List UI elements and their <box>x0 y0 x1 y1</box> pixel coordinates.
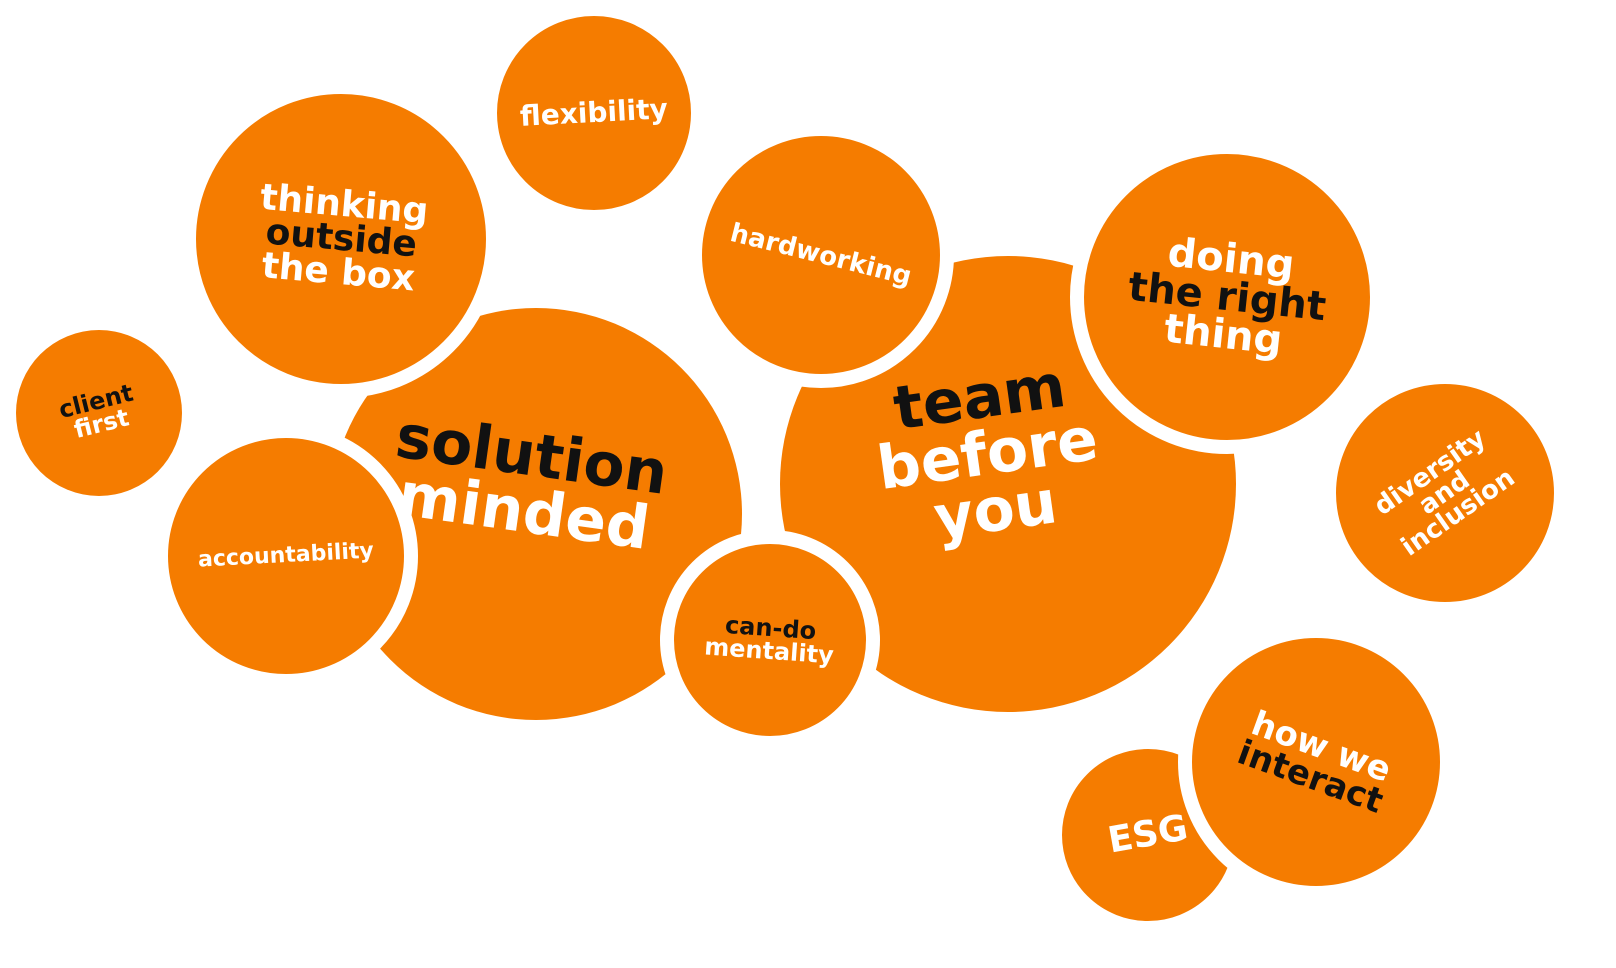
bubble-thinking-outside-the-box: thinking outside the box <box>182 80 500 398</box>
bubble-accountability-line-1: accountability <box>197 537 375 573</box>
bubble-doing-the-right-thing: doing the right thing <box>1070 140 1384 454</box>
bubble-accountability: accountability <box>154 424 418 688</box>
bubble-diversity-and-inclusion: diversity and inclusion <box>1322 370 1568 616</box>
bubble-flexibility: flexibility <box>483 2 705 224</box>
bubble-can-do-mentality: can-do mentality <box>660 530 880 750</box>
bubble-cando-line-2: mentality <box>703 632 835 670</box>
bubble-hardworking-line-1: hardworking <box>727 217 915 292</box>
bubble-doing-line-3: thing <box>1161 305 1285 364</box>
bubble-hardworking: hardworking <box>688 122 954 388</box>
bubble-client-first: client first <box>16 330 182 496</box>
bubble-how-we-interact: how we interact <box>1178 624 1454 900</box>
bubble-esg-line-1: ESG <box>1104 807 1191 862</box>
bubble-thinking-line-3: the box <box>259 245 417 300</box>
bubble-team-line-3: you <box>930 466 1062 554</box>
bubble-flexibility-line-1: flexibility <box>519 91 669 133</box>
